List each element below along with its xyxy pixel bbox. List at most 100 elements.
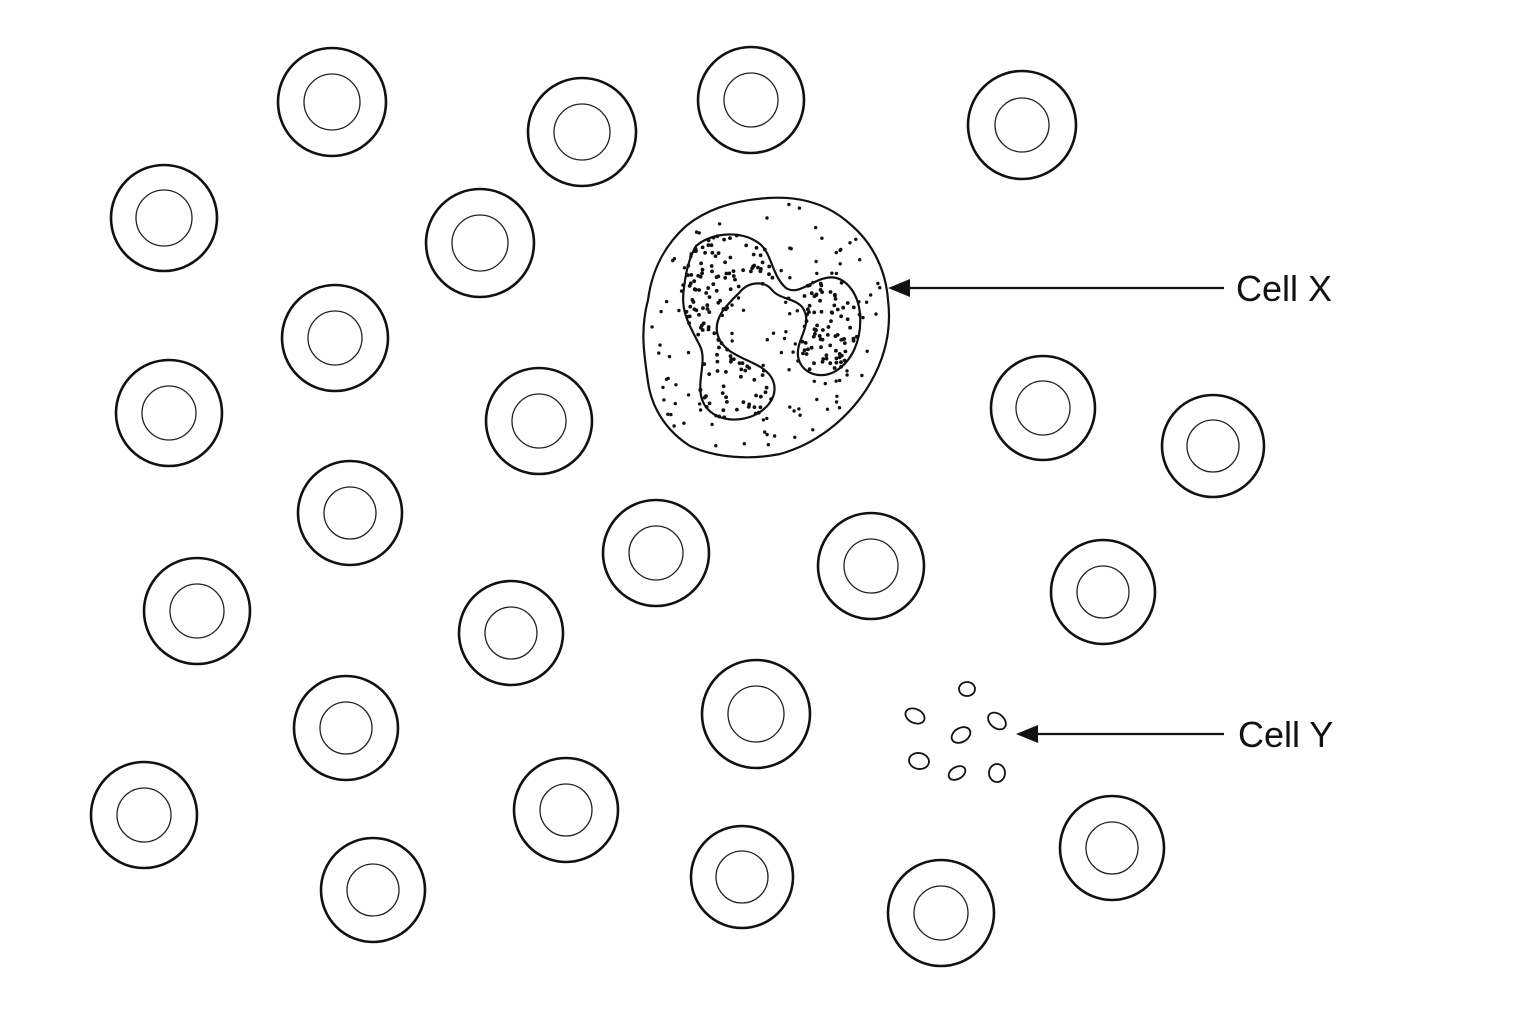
granule-dot	[727, 271, 732, 276]
granule-dot	[764, 385, 769, 390]
granule-dot	[858, 258, 862, 262]
granule-dot	[829, 310, 834, 315]
granule-dot	[821, 357, 826, 361]
granule-dot	[659, 309, 663, 314]
granule-dot	[743, 368, 748, 373]
granule-dot	[697, 312, 701, 317]
granule-dot	[713, 254, 718, 258]
red-blood-cell	[280, 283, 390, 393]
granule-dot	[724, 370, 728, 374]
granule-dot	[752, 377, 757, 382]
red-blood-cell-outline	[319, 836, 427, 944]
granule-dot	[746, 405, 751, 409]
granule-dot	[832, 303, 837, 308]
granule-dot	[828, 343, 833, 348]
granule-dot	[679, 289, 684, 293]
granule-dot	[829, 319, 833, 323]
red-blood-cell	[114, 358, 224, 468]
granule-dot	[673, 401, 677, 406]
granule-dot	[731, 274, 736, 278]
granule-dot	[848, 241, 852, 245]
granule-dot	[839, 314, 843, 319]
granule-dot	[833, 297, 838, 301]
red-blood-cell	[319, 836, 427, 944]
red-blood-cell-outline	[142, 556, 252, 666]
granule-dot	[689, 254, 693, 259]
granule-dot	[741, 308, 746, 312]
granule-dot	[703, 250, 707, 255]
granule-dot	[694, 308, 699, 313]
granule-dot	[686, 393, 691, 397]
cell-x-neutrophil	[642, 196, 891, 459]
platelet	[904, 707, 926, 725]
granule-dot	[714, 444, 718, 448]
granule-dot	[842, 341, 847, 345]
red-blood-cell-outline	[526, 76, 638, 188]
granule-dot	[848, 325, 852, 330]
granule-dot	[699, 261, 703, 266]
granule-dot	[711, 282, 716, 287]
cell-y-label: Cell Y	[1238, 714, 1333, 755]
red-blood-cell-outline	[457, 579, 565, 687]
granule-dot	[756, 265, 760, 270]
red-blood-cell-pallor	[1076, 565, 1130, 619]
red-blood-cells	[89, 45, 1266, 968]
granule-dot	[800, 339, 805, 344]
red-blood-cell-pallor	[319, 701, 373, 755]
granule-dot	[681, 283, 685, 287]
granule-dot	[804, 352, 809, 356]
red-blood-cell-pallor	[994, 97, 1050, 153]
red-blood-cell-pallor	[169, 583, 225, 639]
granule-dot	[860, 373, 864, 378]
red-blood-cell-pallor	[346, 863, 400, 917]
granule-dot	[815, 397, 819, 402]
granule-dot	[765, 216, 769, 220]
granule-dot	[667, 354, 672, 359]
granule-dot	[784, 330, 788, 334]
platelet	[987, 711, 1007, 731]
granule-dot	[700, 245, 705, 250]
granule-dot	[837, 355, 842, 360]
granule-dot	[869, 293, 873, 297]
granule-dot	[716, 337, 721, 342]
granule-dot	[682, 266, 687, 270]
granule-dot	[820, 236, 824, 240]
granule-dot	[814, 259, 818, 264]
granule-dot	[824, 356, 829, 361]
granule-dot	[698, 388, 703, 392]
granule-dot	[797, 407, 801, 411]
granule-dot	[792, 409, 796, 413]
granule-dot	[661, 385, 665, 390]
red-blood-cell-outline	[989, 354, 1097, 462]
granule-dot	[787, 368, 791, 372]
red-blood-cell	[696, 45, 806, 155]
granule-dot	[725, 400, 729, 404]
red-blood-cell-pallor	[843, 538, 899, 594]
granule-dot	[731, 269, 736, 273]
granule-dot	[838, 262, 842, 266]
granule-dot	[728, 255, 733, 260]
red-blood-cell-outline	[512, 756, 620, 864]
granule-dot	[834, 250, 838, 255]
granule-dot	[666, 412, 670, 416]
granule-dot	[811, 428, 815, 432]
granule-dot	[714, 288, 719, 293]
granule-dot	[704, 405, 709, 409]
granule-dot	[658, 343, 662, 347]
granule-dot	[857, 300, 861, 304]
granule-dot	[807, 310, 811, 314]
granule-dot	[662, 398, 666, 402]
red-blood-cell-pallor	[715, 850, 769, 904]
red-blood-cell-pallor	[1015, 380, 1071, 436]
granule-dot	[671, 258, 675, 263]
granule-dot	[819, 345, 823, 350]
red-blood-cell-outline	[114, 358, 224, 468]
granule-dot	[845, 317, 850, 322]
granule-dot	[786, 296, 791, 301]
granule-dot	[779, 350, 784, 355]
red-blood-cell-pallor	[323, 486, 377, 540]
granule-dot	[740, 361, 745, 366]
granule-dot	[802, 294, 807, 298]
granule-dot	[771, 331, 776, 335]
red-blood-cell	[966, 69, 1078, 181]
